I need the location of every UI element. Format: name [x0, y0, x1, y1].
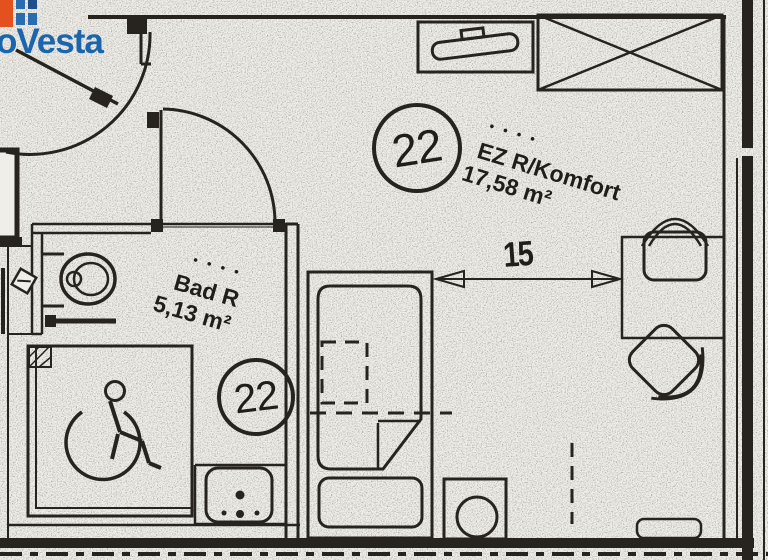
- logo-icon: [0, 0, 40, 28]
- wall-valve-icon: [9, 266, 39, 296]
- entrance-door: [5, 19, 152, 156]
- dimension-label: 15: [502, 234, 534, 275]
- bed-bench: [317, 476, 424, 529]
- logo-text: oVesta: [0, 22, 104, 61]
- bed: [306, 270, 452, 540]
- wardrobe-icon: [536, 13, 724, 92]
- washbasin-icon: [193, 463, 286, 526]
- wall-shaft: [0, 147, 22, 245]
- side-chair-icon: [627, 323, 705, 401]
- blanket-fold: [376, 419, 421, 469]
- desk-chair-icon: [640, 217, 710, 282]
- room-number-bathroom: 22: [217, 358, 295, 436]
- toilet-icon: [42, 252, 117, 308]
- room-number-main: 22: [372, 103, 462, 193]
- grab-bar-icon: [45, 315, 116, 327]
- sideboard: [416, 20, 535, 74]
- drain-icon: [28, 346, 52, 368]
- shower-area: [26, 344, 194, 518]
- radiator-icon: [635, 517, 703, 540]
- bathroom-door: [147, 107, 277, 228]
- laundry-icon: [442, 477, 508, 541]
- desk: [620, 235, 726, 340]
- pillow-dashed: [320, 340, 369, 405]
- sideboard-object-icon: [430, 26, 520, 61]
- dimension-arrow: [432, 269, 624, 289]
- wheelchair-icon: [64, 380, 162, 482]
